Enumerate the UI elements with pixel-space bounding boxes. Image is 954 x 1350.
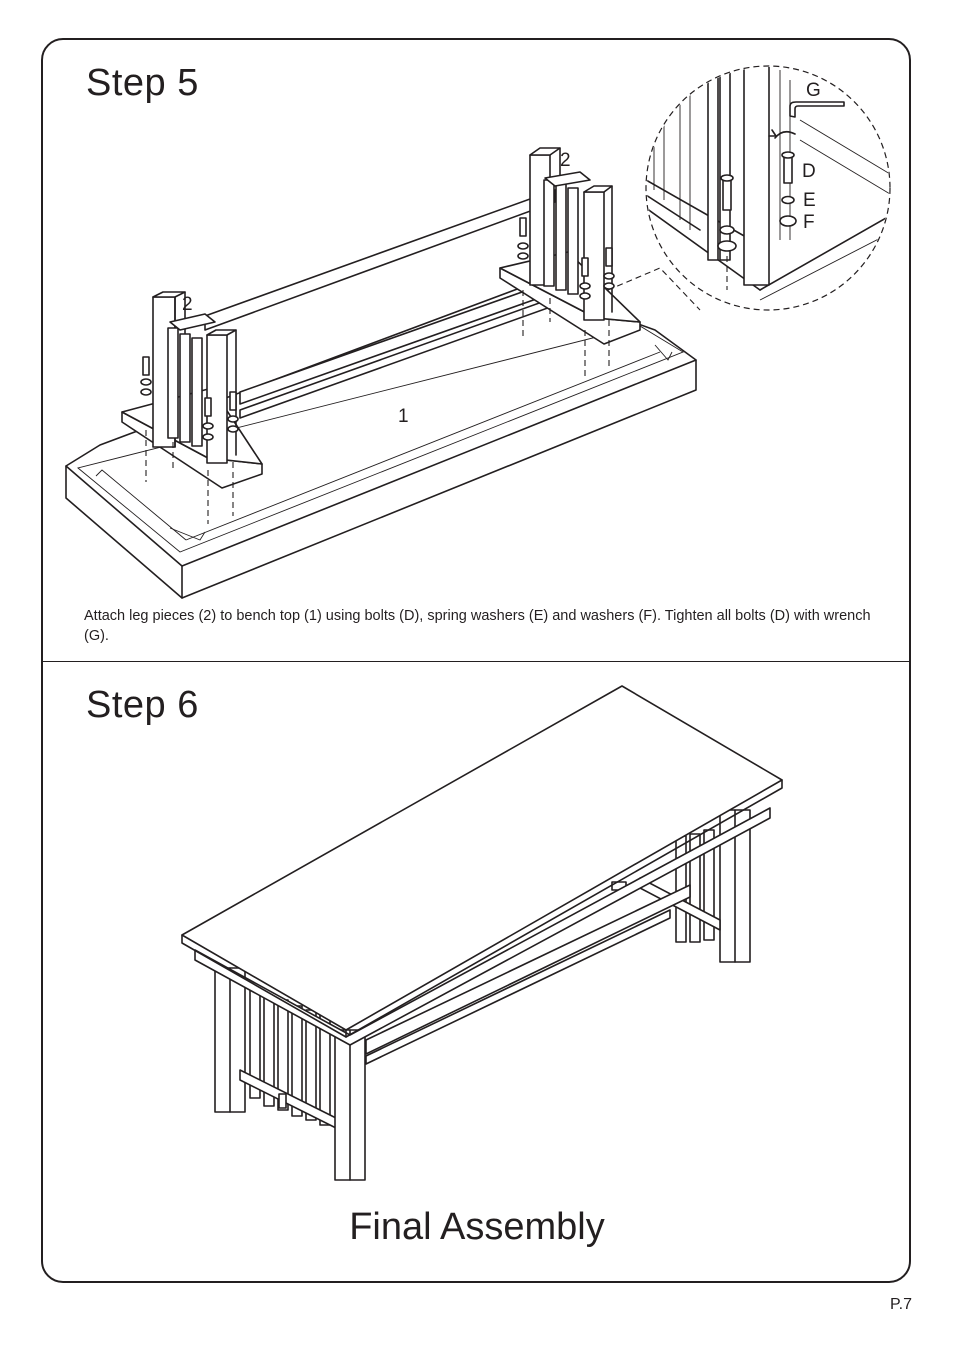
final-assembly-caption: Final Assembly — [349, 1206, 605, 1248]
section-divider — [42, 661, 910, 662]
final-bench — [181, 685, 783, 1181]
leg-label-left: 2 — [182, 294, 193, 315]
step5-instruction: Attach leg pieces (2) to bench top (1) u… — [84, 608, 871, 644]
top-label: 1 — [398, 406, 409, 427]
long-rails — [204, 189, 571, 419]
wrench-icon — [789, 101, 845, 118]
step6-title: Step 6 — [86, 684, 199, 726]
label-bolt: D — [802, 161, 816, 182]
leg-label-right: 2 — [560, 150, 571, 171]
left-leg — [121, 291, 263, 489]
page-number: P.7 — [890, 1296, 912, 1313]
label-washer: F — [803, 212, 815, 233]
page-frame — [41, 38, 911, 1283]
label-wrench: G — [806, 80, 821, 101]
detail-circle — [645, 65, 891, 311]
label-spring-washer: E — [803, 190, 816, 211]
bench-top-outline — [65, 287, 697, 599]
bolts — [140, 217, 615, 524]
step5-title: Step 5 — [86, 62, 199, 104]
callout-pointer — [607, 267, 701, 311]
